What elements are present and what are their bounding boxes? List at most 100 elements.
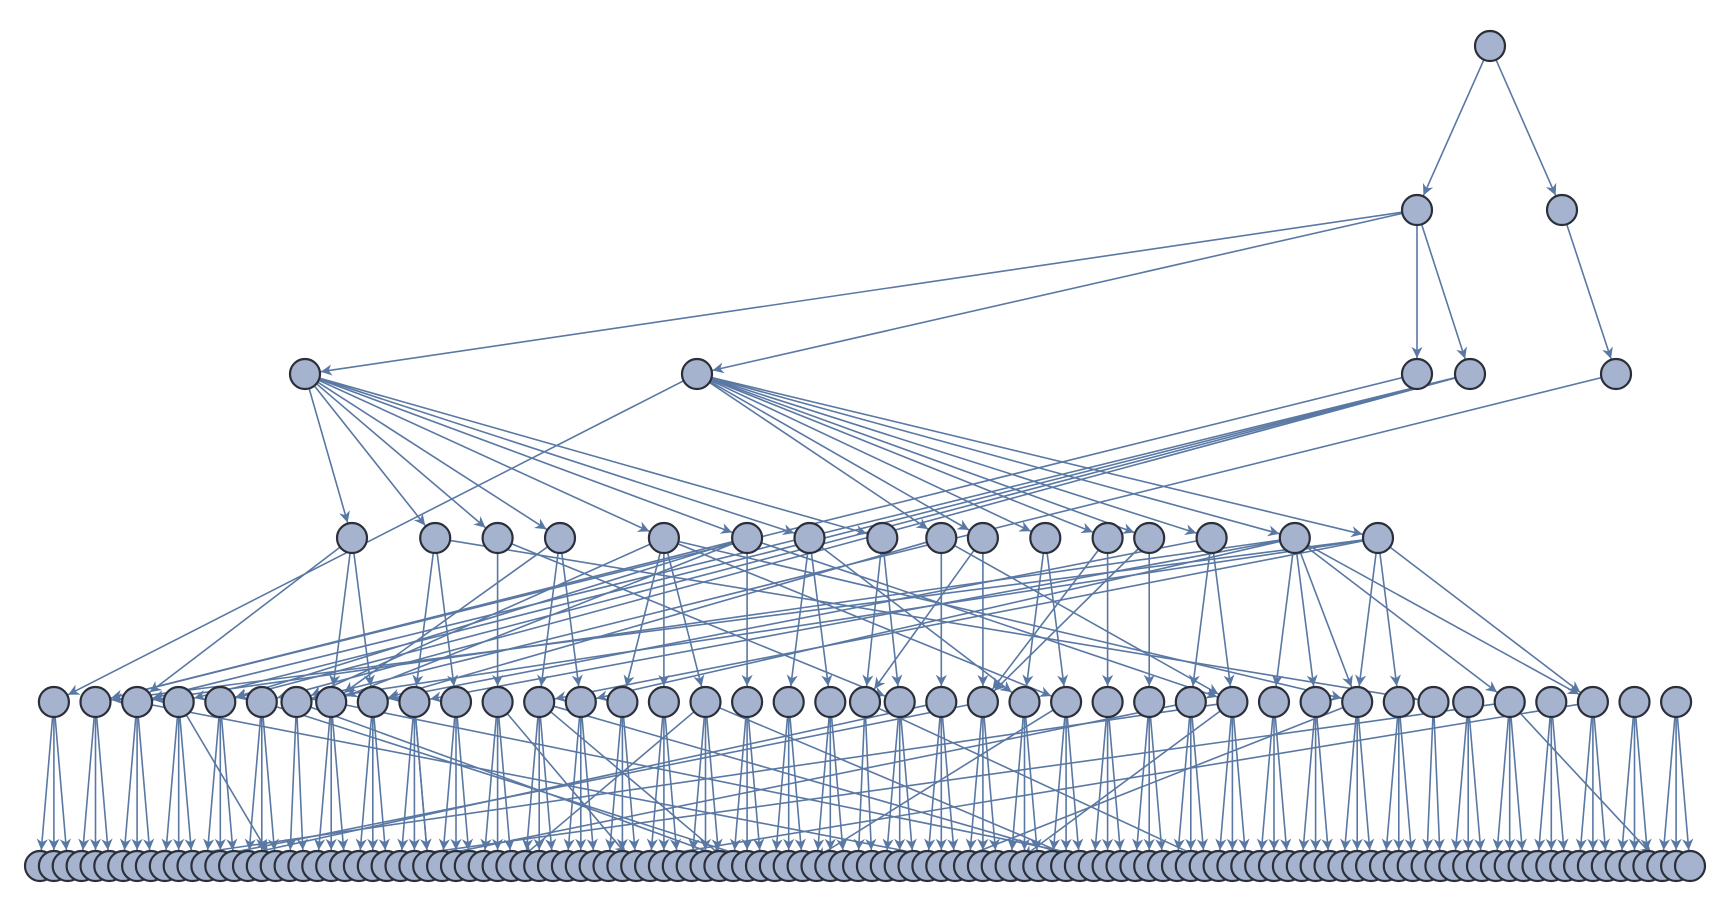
graph-node[interactable]: [680, 357, 714, 391]
graph-node[interactable]: [1216, 685, 1249, 719]
graph-node[interactable]: [848, 685, 882, 719]
graph-edge: [296, 716, 308, 851]
graph-node[interactable]: [419, 521, 452, 555]
graph-node[interactable]: [1382, 685, 1415, 719]
graph-edge: [1212, 552, 1235, 687]
graph-edge: [1676, 716, 1694, 851]
graph-edge: [873, 549, 975, 690]
graph-node[interactable]: [1341, 685, 1374, 719]
graph-edge: [1271, 552, 1294, 687]
graph-node[interactable]: [647, 521, 681, 555]
graph-node[interactable]: [1278, 521, 1311, 555]
graph-edge: [1355, 552, 1377, 687]
graph-edge: [203, 716, 220, 851]
graph-edge: [1534, 716, 1551, 851]
graph-node[interactable]: [204, 685, 237, 719]
graph-node[interactable]: [1400, 193, 1434, 227]
graph-node[interactable]: [1535, 685, 1568, 719]
graph-edge: [1593, 716, 1611, 851]
graph-node[interactable]: [439, 685, 473, 719]
graph-node[interactable]: [730, 685, 764, 719]
graph-edge: [1422, 58, 1485, 197]
graph-node[interactable]: [925, 521, 958, 555]
graph-node[interactable]: [1133, 521, 1166, 555]
graph-node[interactable]: [730, 521, 764, 555]
graph-node[interactable]: [647, 685, 681, 719]
graph-node[interactable]: [925, 685, 958, 719]
graph-node[interactable]: [245, 685, 278, 719]
graph-node[interactable]: [1659, 685, 1693, 719]
graph-node[interactable]: [772, 685, 805, 719]
graph-node[interactable]: [1452, 685, 1485, 719]
graph-edge: [110, 540, 734, 701]
graph-node[interactable]: [866, 521, 899, 555]
graph-node[interactable]: [1453, 357, 1487, 391]
graph-node[interactable]: [1576, 685, 1610, 719]
graph-node[interactable]: [523, 685, 556, 719]
graph-edge: [900, 716, 917, 851]
graph-node[interactable]: [1195, 521, 1228, 555]
graph-edge: [1108, 716, 1125, 851]
graph-node[interactable]: [1493, 685, 1526, 719]
graph-edge: [285, 716, 297, 851]
graph-node[interactable]: [280, 685, 313, 719]
graph-edge: [318, 377, 796, 535]
graph-node[interactable]: [121, 685, 154, 719]
graph-edge: [429, 539, 1281, 703]
node-layer: [23, 29, 1707, 883]
graph-node[interactable]: [1473, 29, 1507, 63]
graph-node[interactable]: [1091, 521, 1124, 555]
graph-node[interactable]: [79, 685, 112, 719]
graph-node[interactable]: [814, 685, 847, 719]
graph-node[interactable]: [481, 685, 514, 719]
graph-node[interactable]: [335, 521, 369, 555]
graph-node[interactable]: [1029, 521, 1062, 555]
graph-node[interactable]: [1361, 521, 1395, 555]
graph-edge: [1022, 552, 1045, 687]
graph-node[interactable]: [1133, 685, 1166, 719]
graph-node[interactable]: [37, 685, 71, 719]
graph-edge: [1274, 716, 1292, 851]
graph-node[interactable]: [1008, 685, 1041, 719]
graph-node[interactable]: [1545, 193, 1579, 227]
graph-node[interactable]: [356, 685, 389, 719]
graph-node[interactable]: [1049, 685, 1083, 719]
graph-node[interactable]: [315, 685, 348, 719]
graph-node[interactable]: [481, 521, 514, 555]
graph-node[interactable]: [1400, 357, 1434, 391]
graph-edge: [1389, 546, 1581, 694]
graph-node[interactable]: [1599, 357, 1633, 391]
graph-edge: [864, 716, 877, 851]
graph-edge: [78, 716, 95, 851]
graph-edge: [1551, 716, 1569, 851]
graph-node[interactable]: [564, 685, 597, 719]
graph-node[interactable]: [1417, 685, 1450, 719]
graph-node[interactable]: [398, 685, 431, 719]
graph-edge: [316, 381, 548, 531]
graph-edge: [310, 543, 652, 697]
graph-edge: [67, 379, 685, 696]
graph-edge: [149, 546, 341, 694]
graph-node[interactable]: [162, 685, 195, 719]
graph-node[interactable]: [689, 685, 722, 719]
graph-node[interactable]: [966, 521, 1000, 555]
graph-edge: [262, 716, 280, 851]
graph-node[interactable]: [543, 521, 577, 555]
graph-node[interactable]: [966, 685, 1000, 719]
graph-edge: [161, 716, 179, 851]
graph-node[interactable]: [1299, 685, 1332, 719]
graph-edge: [709, 380, 970, 531]
graph-node[interactable]: [1174, 685, 1207, 719]
graph-node[interactable]: [606, 685, 639, 719]
graph-node[interactable]: [1618, 685, 1651, 719]
graph-node[interactable]: [793, 521, 826, 555]
graph-node[interactable]: [1257, 685, 1291, 719]
graph-node[interactable]: [1673, 849, 1707, 883]
graph-node[interactable]: [288, 357, 322, 391]
graph-edge: [549, 710, 722, 857]
graph-node[interactable]: [883, 685, 916, 719]
graph-node[interactable]: [1091, 685, 1124, 719]
graph-edge: [705, 716, 723, 851]
graph-edge: [1316, 716, 1333, 851]
